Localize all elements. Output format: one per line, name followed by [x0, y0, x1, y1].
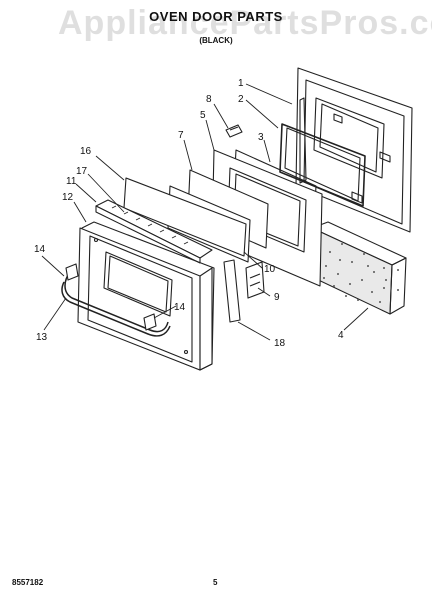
callout-8: 8	[206, 94, 212, 105]
callout-3: 3	[258, 132, 264, 143]
callout-16: 16	[80, 146, 92, 157]
hinge-clip	[225, 124, 243, 138]
glass-panel	[123, 177, 247, 257]
callout-9: 9	[274, 292, 280, 303]
outer-door-panel	[279, 67, 413, 233]
callout-13: 13	[36, 332, 48, 343]
callout-12: 12	[62, 192, 74, 203]
front-door-panel	[77, 221, 215, 371]
diagram-title: OVEN DOOR PARTS	[149, 9, 283, 24]
insulation-block	[309, 221, 407, 315]
callout-5: 5	[200, 110, 206, 121]
gasket-strip	[223, 259, 241, 323]
callout-10: 10	[264, 264, 276, 275]
callout-11: 11	[66, 176, 77, 187]
color-note: (BLACK)	[199, 36, 233, 45]
page-number: 5	[213, 578, 218, 587]
callout-1: 1	[238, 78, 244, 89]
callout-7: 7	[178, 130, 184, 141]
callout-2: 2	[238, 94, 244, 105]
callout-14-right: 14	[174, 302, 186, 313]
callout-18: 18	[274, 338, 286, 349]
watermark: AppliancePartsPros.com	[58, 4, 432, 42]
callout-17: 17	[76, 166, 88, 177]
callout-4: 4	[338, 330, 344, 341]
handle-end-cap	[143, 313, 157, 331]
document-code: 8557182	[12, 578, 44, 587]
callout-14-left: 14	[34, 244, 46, 255]
door-handle	[61, 263, 171, 337]
